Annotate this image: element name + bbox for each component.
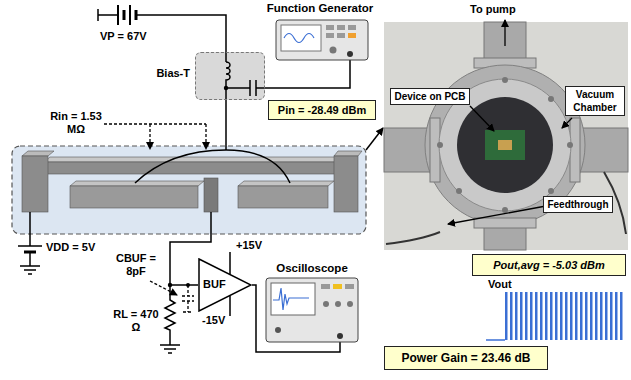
instrument-box: Oscilloscope <box>262 262 362 346</box>
photo-callout: Vacuum Chamber <box>565 86 625 116</box>
gain-value: Power Gain = 23.46 dB <box>401 352 530 365</box>
function-generator-icon <box>276 20 368 60</box>
bias-t-box: Bias-T <box>195 52 265 100</box>
photo-callout: Feedthrough <box>543 196 613 213</box>
output-waveform <box>486 292 623 340</box>
power-box: Pout,avg = -5.03 dBm <box>472 254 626 276</box>
callout-text: Feedthrough <box>547 198 608 211</box>
resistance-label: Rin = 1.53 MΩ <box>50 110 102 136</box>
supply-label: -15V <box>202 314 225 327</box>
callout-text: Device on PCB <box>394 90 465 103</box>
signal-wire <box>265 64 350 88</box>
device-region <box>12 146 366 234</box>
voltage-label: VDD = 5V <box>46 241 95 254</box>
instrument-name: Oscilloscope <box>276 262 348 275</box>
buffer-name: BUF <box>203 278 226 291</box>
vacuum-chamber-photo <box>384 22 628 250</box>
callout-text: Vacuum Chamber <box>569 88 621 114</box>
block-name: Bias-T <box>156 67 190 80</box>
signal-name: Vout <box>488 278 512 291</box>
wiring <box>18 5 383 353</box>
power-box: Pin = -28.49 dBm <box>268 100 376 120</box>
supply-label: +15V <box>236 239 262 252</box>
power-box: Power Gain = 23.46 dB <box>384 346 548 370</box>
pump-label: To pump <box>470 3 516 16</box>
photo-pointers <box>448 20 572 224</box>
oscilloscope-icon <box>266 278 358 342</box>
voltage-label: VP = 67V <box>100 30 147 43</box>
capacitance-label: CBUF = 8pF <box>112 252 160 278</box>
buffer-outline <box>199 259 251 311</box>
power-value: Pin = -28.49 dBm <box>278 104 366 117</box>
instrument-box: Function Generator <box>264 2 377 64</box>
buffer-triangle: BUF <box>198 258 252 312</box>
photo-callout: Device on PCB <box>390 88 470 105</box>
instrument-name: Function Generator <box>267 2 374 15</box>
parasitic-lines <box>104 124 206 312</box>
resistance-label: RL = 470 Ω <box>112 308 160 334</box>
power-value: Pout,avg = -5.03 dBm <box>493 259 605 272</box>
signal-wire <box>252 285 340 352</box>
mems-device <box>22 151 362 212</box>
